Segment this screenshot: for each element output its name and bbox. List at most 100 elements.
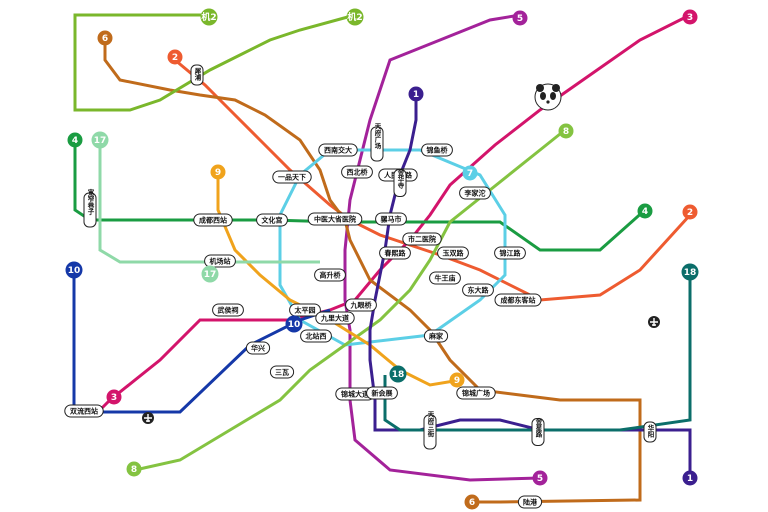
line-number: 17 xyxy=(94,136,107,146)
line-badge-8[interactable]: 8 xyxy=(558,123,574,139)
station-yiping[interactable]: 一品天下 xyxy=(272,170,312,184)
station-zhongyiyuan[interactable]: 中医大省医院 xyxy=(307,212,363,226)
line-badge-2[interactable]: 2 xyxy=(167,49,183,65)
station-label: 太平园 xyxy=(295,306,316,315)
station-chengdu_west[interactable]: 成都西站 xyxy=(193,213,233,227)
station-label: 北站西 xyxy=(306,332,327,341)
line-number: 3 xyxy=(687,13,693,23)
station-label: 李家沱 xyxy=(464,189,486,198)
line-number: 7 xyxy=(467,169,473,179)
line-number: 2 xyxy=(172,53,178,63)
station-label: 成都东客站 xyxy=(501,296,536,305)
station-wenhua[interactable]: 文化宫 xyxy=(256,213,288,227)
station-wuhou[interactable]: 武侯祠 xyxy=(212,303,244,317)
station-sanwa[interactable]: 三瓦 xyxy=(269,365,295,379)
station-label: 麻家 xyxy=(428,332,444,341)
station-label: 锦鱼桥 xyxy=(427,146,449,155)
station-northshi[interactable]: 北站西 xyxy=(300,329,332,343)
line-badge-6[interactable]: 6 xyxy=(97,30,113,46)
station-chengdong[interactable]: 成都东客站 xyxy=(494,293,542,307)
station-jichang_station[interactable]: 机场站 xyxy=(204,254,236,268)
line-badge-4[interactable]: 4 xyxy=(67,132,83,148)
station-shiergeng[interactable]: 市二医院 xyxy=(402,232,442,246)
station-majia[interactable]: 麻家 xyxy=(423,329,449,343)
line-badge-6[interactable]: 6 xyxy=(464,494,480,510)
station-tianfu_square[interactable]: 天府广场 xyxy=(370,123,384,162)
station-yushuang[interactable]: 玉双路 xyxy=(437,246,469,260)
station-label: 骡马市 xyxy=(381,215,402,224)
line-badge-8[interactable]: 8 xyxy=(126,461,142,477)
line-badge-4[interactable]: 4 xyxy=(637,203,653,219)
line-number: 8 xyxy=(131,465,137,475)
line-badge-9[interactable]: 9 xyxy=(449,372,465,388)
station-lijiatuo[interactable]: 李家沱 xyxy=(459,186,491,200)
station-xinhui[interactable]: 新会展 xyxy=(366,386,398,400)
line-badge-5[interactable]: 5 xyxy=(512,10,528,26)
line-badge-10[interactable]: 10 xyxy=(65,261,83,279)
line-badge-机2[interactable]: 机2 xyxy=(200,8,218,26)
line-1-track xyxy=(368,95,692,478)
line-number: 3 xyxy=(111,393,117,403)
station-tianfu_3[interactable]: 天府三街 xyxy=(423,411,437,450)
station-label: 华兴 xyxy=(251,344,265,353)
line-badge-机2[interactable]: 机2 xyxy=(346,8,364,26)
line-badge-10[interactable]: 10 xyxy=(285,315,303,333)
line-number: 10 xyxy=(68,266,81,276)
station-jinhua[interactable]: 金华寺 xyxy=(393,167,407,197)
station-label: 牛王庙 xyxy=(435,274,456,283)
panda-icon xyxy=(534,83,562,111)
line-badge-3[interactable]: 3 xyxy=(106,389,122,405)
line-badge-5[interactable]: 5 xyxy=(532,470,548,486)
station-huaxi[interactable]: 华兴 xyxy=(245,341,271,355)
station-luomashi[interactable]: 骡马市 xyxy=(375,212,407,226)
station-label: 机场站 xyxy=(210,257,231,266)
station-labels: 犀浦一品天下西南交大天府广场人民北路西北桥锦鱼桥金华寺成都西站文化宫中医大省医院… xyxy=(64,64,657,509)
line-number: 9 xyxy=(454,376,460,386)
station-xianan[interactable]: 犀浦 xyxy=(190,64,204,86)
station-jinyu[interactable]: 锦鱼桥 xyxy=(421,143,453,157)
station-ximen[interactable]: 西南交大 xyxy=(318,143,358,157)
line-badge-17[interactable]: 17 xyxy=(201,265,219,283)
station-label: 锦城大道 xyxy=(341,390,369,399)
line-badge-1[interactable]: 1 xyxy=(408,86,424,102)
line-badge-1[interactable]: 1 xyxy=(682,470,698,486)
station-label: 金星路 xyxy=(534,416,543,438)
station-jiuyan[interactable]: 九眼桥 xyxy=(345,298,377,312)
station-taipingyuan[interactable]: 太平园 xyxy=(289,303,321,317)
station-jinxing[interactable]: 金星路 xyxy=(531,416,545,446)
station-label: 犀浦 xyxy=(193,66,201,82)
station-niuwangmiao[interactable]: 牛王庙 xyxy=(429,271,461,285)
station-gaoshengqiao[interactable]: 高升桥 xyxy=(314,268,346,282)
line-number: 8 xyxy=(563,127,569,137)
station-label: 文化宫 xyxy=(262,216,283,225)
line-badge-2[interactable]: 2 xyxy=(682,204,698,220)
line-number: 5 xyxy=(537,474,543,484)
line-badge-17[interactable]: 17 xyxy=(91,131,109,149)
station-kuanzhai[interactable]: 宽窄巷子 xyxy=(83,188,97,228)
station-jincheng_south[interactable]: 锦城广场 xyxy=(456,386,496,400)
station-huayang[interactable]: 华阳 xyxy=(643,421,657,443)
station-label: 锦城广场 xyxy=(462,389,490,398)
station-xibei[interactable]: 西北桥 xyxy=(341,165,373,179)
station-label: 玉双路 xyxy=(443,249,465,258)
station-label: 九里大道 xyxy=(320,314,349,323)
line-badge-9[interactable]: 9 xyxy=(210,164,226,180)
station-lugang[interactable]: 陆港 xyxy=(517,495,543,509)
line-badge-7[interactable]: 7 xyxy=(462,165,478,181)
line-badge-18[interactable]: 18 xyxy=(681,263,699,281)
line-number: 机2 xyxy=(201,11,216,23)
station-dongda[interactable]: 东大路 xyxy=(462,283,494,297)
line-number: 18 xyxy=(684,268,697,278)
station-shuangliu[interactable]: 双流西站 xyxy=(64,404,104,418)
line-badge-18[interactable]: 18 xyxy=(389,365,407,383)
station-jinjiang_cheng[interactable]: 锦城大道 xyxy=(335,387,375,401)
station-jiu_li[interactable]: 九里大道 xyxy=(315,311,355,325)
line-number: 4 xyxy=(642,207,648,217)
station-jinjiang[interactable]: 锦江路 xyxy=(494,246,526,260)
line-number: 1 xyxy=(413,90,419,100)
station-chunxi[interactable]: 春熙路 xyxy=(379,246,411,260)
station-label: 西北桥 xyxy=(347,168,369,177)
line-number: 5 xyxy=(517,14,523,24)
line-badge-3[interactable]: 3 xyxy=(682,9,698,25)
station-label: 锦江路 xyxy=(500,249,522,258)
